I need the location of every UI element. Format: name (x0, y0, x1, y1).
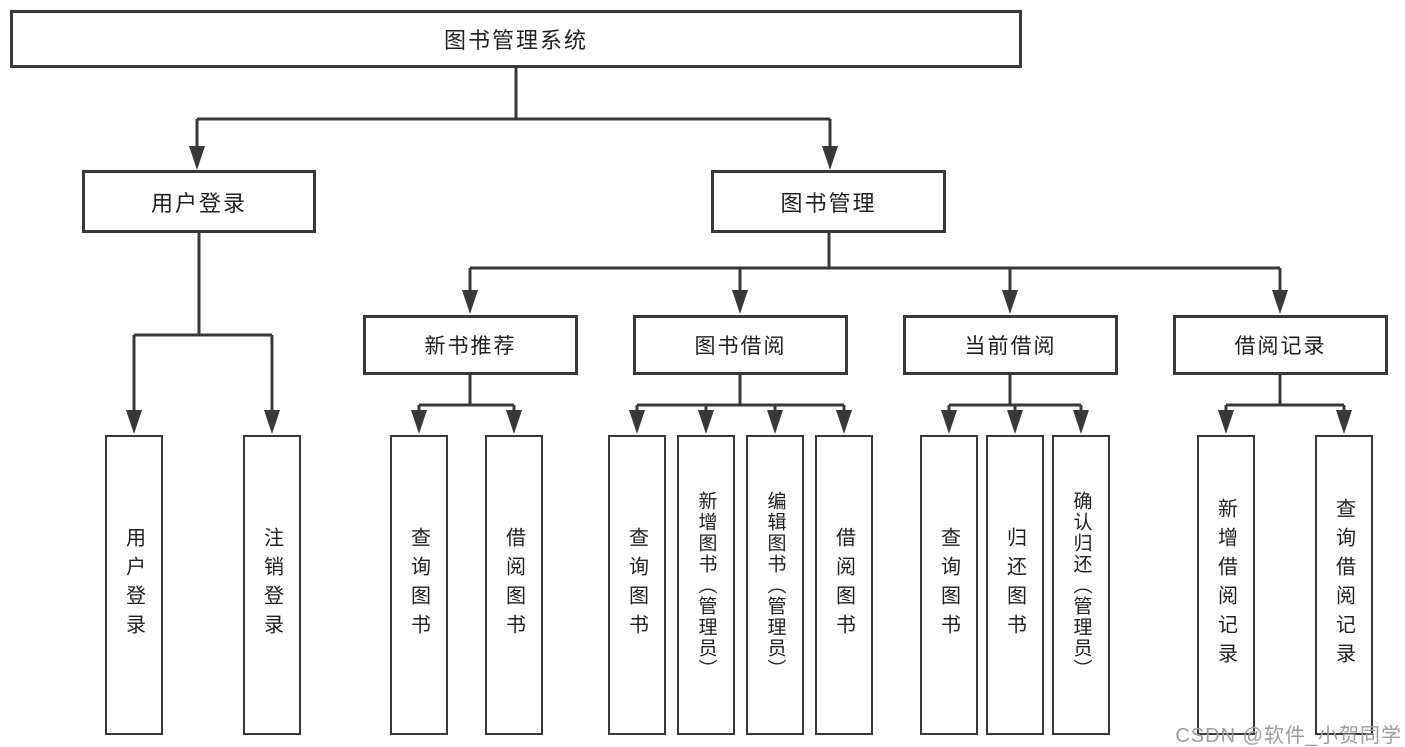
leaf-query-book: 查询图书 (920, 435, 978, 735)
node-current-borrow: 当前借阅 (903, 315, 1118, 375)
arrowhead-icon (767, 410, 783, 434)
leaf-label: 借阅图书 (502, 527, 525, 643)
leaf-add-borrow-record: 新增借阅记录 (1197, 435, 1255, 735)
arrowhead-icon (264, 410, 280, 434)
leaf-label: 编辑图书（管理员） (764, 490, 786, 680)
arrowhead-icon (941, 410, 957, 434)
connector-borrow-to-leaves (635, 375, 846, 428)
node-user-login: 用户登录 (82, 170, 316, 233)
csdn-watermark: CSDN @软件_小贺同学 (1175, 725, 1402, 747)
leaf-label: 确认归还（管理员） (1070, 490, 1092, 680)
arrowheads (126, 146, 1352, 434)
leaf-confirm-return-admin: 确认归还（管理员） (1052, 435, 1110, 735)
leaf-add-book-admin: 新增图书（管理员） (677, 435, 735, 735)
leaf-query-book: 查询图书 (390, 435, 448, 735)
arrowhead-icon (1007, 410, 1023, 434)
leaf-label: 查询图书 (937, 527, 960, 643)
connector-records-to-leaves (1224, 375, 1346, 428)
connector-paths (132, 68, 1346, 428)
node-label: 用户登录 (150, 190, 247, 216)
leaf-borrow-book: 借阅图书 (815, 435, 873, 735)
arrowhead-icon (126, 410, 142, 434)
arrowhead-icon (411, 410, 427, 434)
arrowhead-icon (1073, 410, 1089, 434)
leaf-label: 借阅图书 (832, 527, 855, 643)
node-label: 图书管理系统 (443, 28, 588, 53)
arrowhead-icon (698, 410, 714, 434)
leaf-edit-book-admin: 编辑图书（管理员） (746, 435, 804, 735)
leaf-query-book: 查询图书 (608, 435, 666, 735)
node-root-system: 图书管理系统 (10, 10, 1022, 68)
arrowhead-icon (1336, 410, 1352, 434)
connector-newbook-to-leaves (417, 375, 516, 428)
arrowhead-icon (506, 410, 522, 434)
leaf-user-login: 用户登录 (105, 435, 163, 735)
arrowhead-icon (836, 410, 852, 434)
leaf-return-book: 归还图书 (986, 435, 1044, 735)
leaf-logout: 注销登录 (243, 435, 301, 735)
arrowhead-icon (1218, 410, 1234, 434)
node-label: 图书管理 (780, 190, 877, 216)
arrowhead-icon (822, 146, 838, 170)
leaf-label: 新增图书（管理员） (695, 490, 717, 680)
node-label: 借阅记录 (1234, 335, 1327, 358)
leaf-label: 查询借阅记录 (1332, 498, 1355, 672)
arrowhead-icon (462, 290, 478, 314)
connector-root-to-level2 (195, 68, 832, 166)
leaf-label: 新增借阅记录 (1214, 498, 1237, 672)
node-book-borrow: 图书借阅 (633, 315, 848, 375)
node-label: 新书推荐 (424, 335, 517, 358)
node-new-book-recommend: 新书推荐 (363, 315, 578, 375)
node-borrow-records: 借阅记录 (1173, 315, 1388, 375)
node-label: 当前借阅 (964, 335, 1057, 358)
arrowhead-icon (189, 146, 205, 170)
leaf-label: 注销登录 (260, 527, 283, 643)
arrowhead-icon (1002, 290, 1018, 314)
connector-bookmgmt-to-level3 (468, 233, 1282, 310)
node-book-management: 图书管理 (711, 170, 946, 233)
arrowhead-icon (629, 410, 645, 434)
leaf-label: 用户登录 (122, 527, 145, 643)
arrowhead-icon (1272, 290, 1288, 314)
leaf-query-borrow-record: 查询借阅记录 (1315, 435, 1373, 735)
arrowhead-icon (732, 290, 748, 314)
leaf-label: 查询图书 (407, 527, 430, 643)
connector-userlogin-to-leaves (132, 233, 274, 428)
leaf-borrow-book: 借阅图书 (485, 435, 543, 735)
leaf-label: 归还图书 (1003, 527, 1026, 643)
node-label: 图书借阅 (694, 335, 787, 358)
leaf-label: 查询图书 (625, 527, 648, 643)
